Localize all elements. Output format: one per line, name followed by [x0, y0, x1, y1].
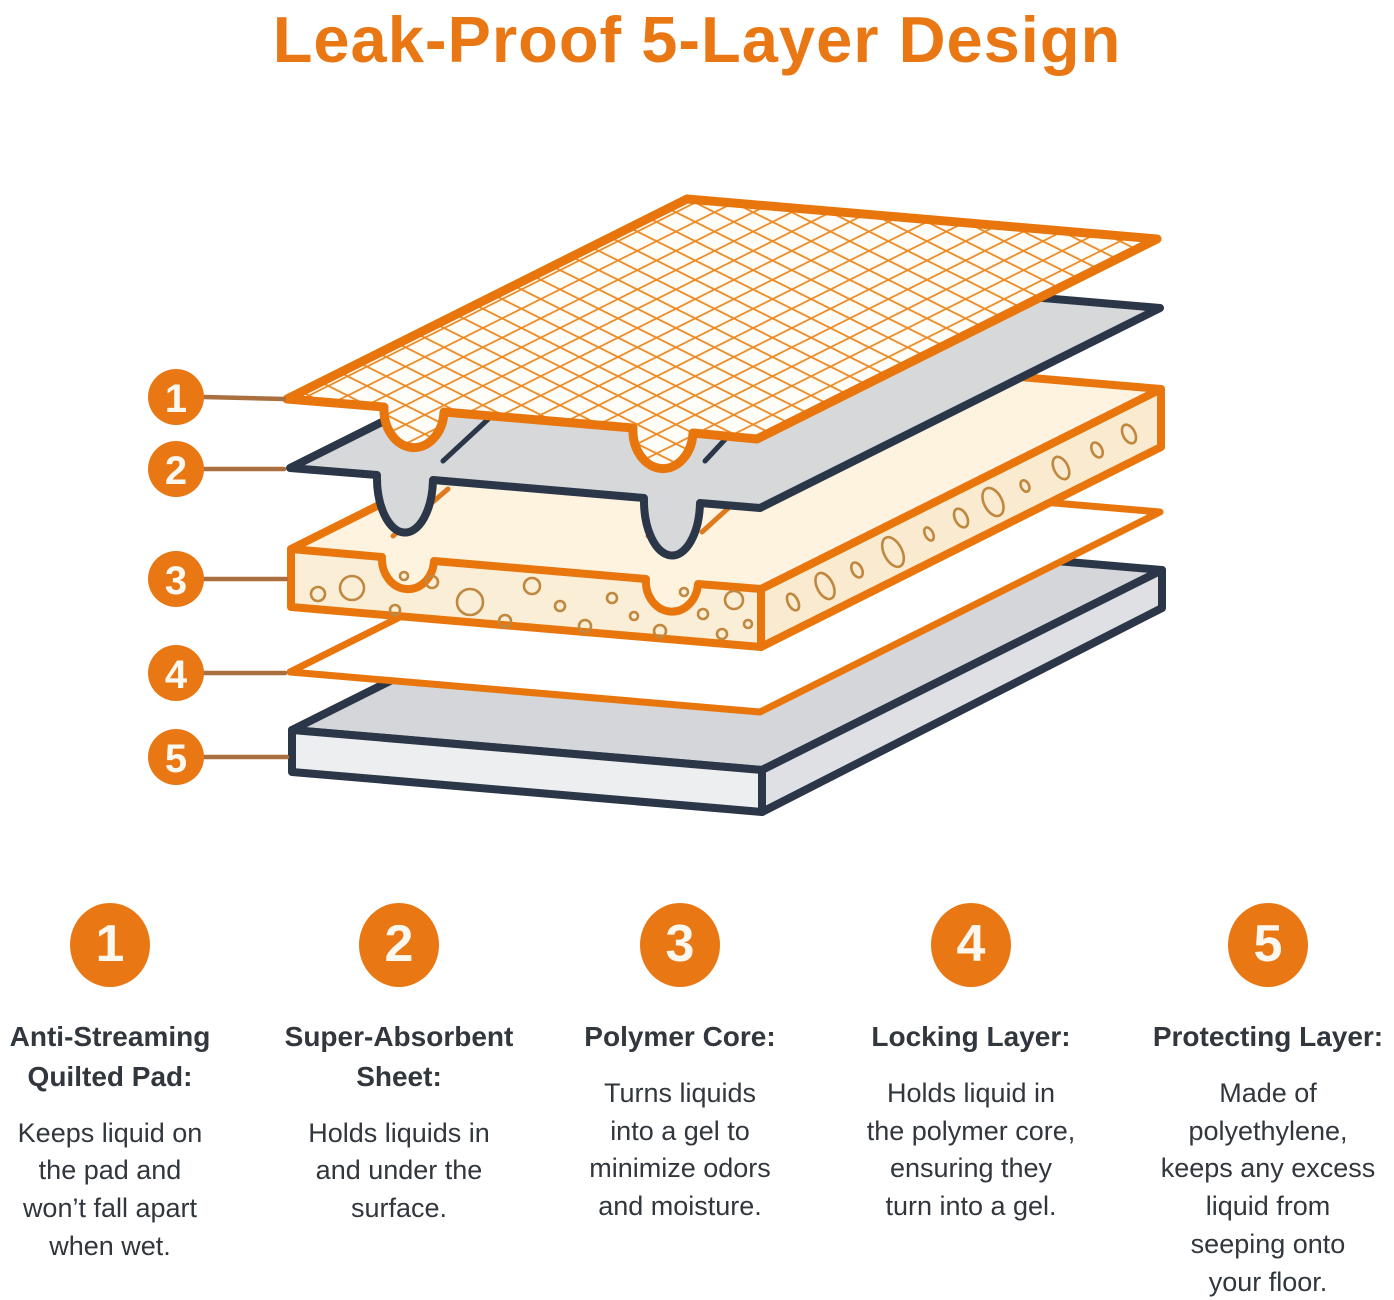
feature-locking-layer: 4 Locking Layer: Holds liquid in the pol…	[841, 903, 1101, 1226]
callout-5-circle	[148, 729, 204, 785]
callout-5-number: 5	[165, 737, 187, 781]
feature-4-title: Locking Layer:	[871, 1021, 1071, 1052]
feature-1-description: Keeps liquid on the pad and won’t fall a…	[17, 1117, 203, 1261]
layer-1-quilted-pad	[282, 194, 1162, 474]
callout-4-circle	[148, 645, 204, 701]
feature-polymer-core: 3 Polymer Core: Turns liquids into a gel…	[550, 903, 810, 1226]
feature-2-title: Super-Absorbent Sheet:	[284, 1021, 514, 1092]
feature-1-number: 1	[95, 915, 125, 973]
feature-2-number: 2	[384, 915, 414, 973]
layer5-front-face	[288, 726, 766, 816]
feature-5-title: Protecting Layer:	[1152, 1021, 1384, 1052]
layer1-mesh	[282, 194, 1162, 474]
callout-1: 1	[148, 369, 287, 425]
feature-5-description: Made of polyethylene, keeps any excess l…	[1160, 1077, 1376, 1297]
feature-3-number: 3	[665, 915, 695, 973]
feature-4-number: 4	[956, 915, 986, 973]
callout-2: 2	[148, 441, 287, 497]
callout-2-circle	[148, 441, 204, 497]
callout-4: 4	[148, 645, 288, 701]
callout-4-number: 4	[165, 653, 188, 697]
feature-4-description: Holds liquid in the polymer core, ensuri…	[866, 1077, 1076, 1222]
feature-1-badge: 1	[70, 903, 150, 987]
layer-diagram: 1 2 3 4 5	[148, 194, 1166, 816]
callout-2-number: 2	[165, 449, 187, 493]
feature-anti-streaming-pad: 1 Anti-Streaming Quilted Pad: Keeps liqu…	[0, 903, 240, 1266]
feature-4-badge: 4	[931, 903, 1011, 987]
layer3-side-bubbles	[785, 423, 1138, 612]
callout-1-number: 1	[165, 377, 187, 421]
callout-3-circle	[148, 551, 204, 607]
feature-5-badge: 5	[1228, 903, 1308, 987]
callout-3-number: 3	[165, 559, 187, 603]
feature-protecting-layer: 5 Protecting Layer: Made of polyethylene…	[1138, 903, 1394, 1300]
feature-5-number: 5	[1253, 915, 1283, 973]
feature-1-title: Anti-Streaming Quilted Pad:	[9, 1021, 211, 1092]
feature-3-badge: 3	[640, 903, 720, 987]
callout-3: 3	[148, 551, 289, 607]
feature-2-description: Holds liquids in and under the surface.	[308, 1117, 490, 1224]
feature-3-description: Turns liquids into a gel to minimize odo…	[589, 1077, 771, 1222]
feature-super-absorbent-sheet: 2 Super-Absorbent Sheet: Holds liquids i…	[269, 903, 529, 1228]
layer3-front-bubbles	[309, 570, 754, 641]
callout-5: 5	[148, 729, 290, 785]
feature-2-badge: 2	[359, 903, 439, 987]
feature-3-title: Polymer Core:	[584, 1021, 776, 1052]
page-title: Leak-Proof 5-Layer Design	[272, 3, 1122, 76]
callout-1-circle	[148, 369, 204, 425]
diagram-callouts: 1 2 3 4 5	[148, 369, 290, 785]
